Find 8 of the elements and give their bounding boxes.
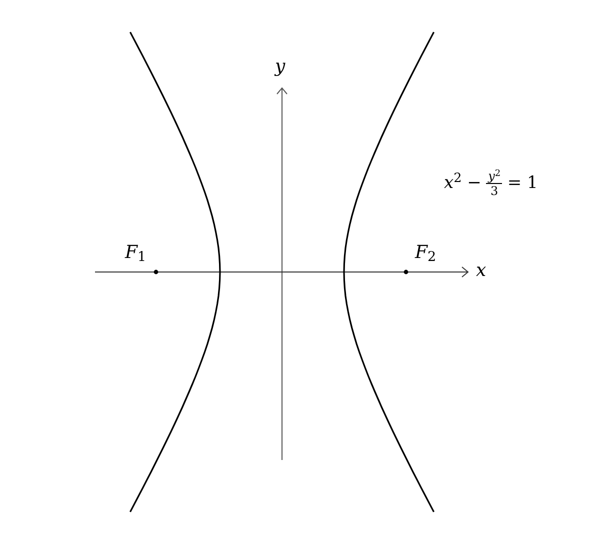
axis-label: F$_{1}$ (125, 242, 146, 263)
equation-text: x$^{2}$ − (444, 175, 482, 192)
equation-text: = 1 (507, 175, 538, 192)
axis-label: y (275, 56, 286, 77)
fraction-denominator: 3 (490, 185, 498, 197)
axis-label: F$_{2}$ (415, 242, 436, 263)
fraction-numerator: y$^{2}$ (488, 170, 501, 182)
axis-label: x (476, 260, 486, 281)
